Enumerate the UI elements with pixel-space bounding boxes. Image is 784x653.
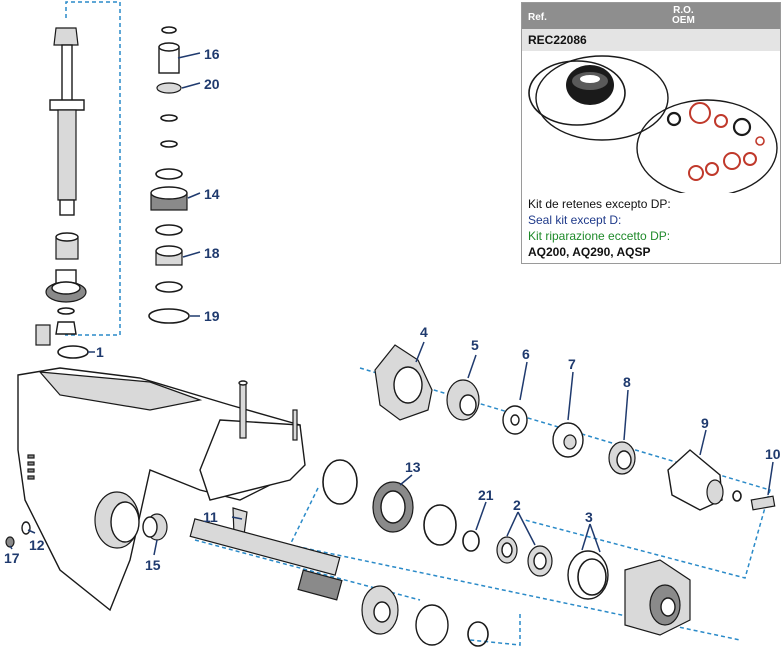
gear-housing bbox=[17, 367, 306, 612]
part-4-bearing-housing bbox=[374, 344, 433, 421]
label-2: 2 bbox=[513, 497, 521, 513]
label-11: 11 bbox=[203, 509, 218, 525]
label-17: 17 bbox=[4, 550, 20, 566]
label-10: 10 bbox=[765, 446, 781, 462]
seal-kit-description: Kit de retenes excepto DP: Seal kit exce… bbox=[528, 196, 671, 260]
reference-header: Ref. R.O. OEM bbox=[522, 3, 780, 29]
part-8-splined-washer bbox=[608, 441, 636, 475]
stud-bolt bbox=[238, 380, 298, 441]
description-spanish: Kit de retenes excepto DP: bbox=[528, 197, 671, 211]
part-2-bearings bbox=[496, 536, 553, 577]
compatible-models: AQ200, AQ290, AQSP bbox=[528, 245, 651, 259]
part-labels: 16 20 14 18 19 1 4 5 6 7 8 9 10 13 21 2 … bbox=[4, 46, 781, 573]
label-3: 3 bbox=[585, 509, 593, 525]
label-7: 7 bbox=[568, 356, 576, 372]
thrust-ring-and-nut bbox=[361, 585, 489, 647]
seal-kit-image bbox=[528, 55, 778, 193]
label-20: 20 bbox=[204, 76, 220, 92]
part-9-cone bbox=[667, 449, 742, 511]
part-5-cap bbox=[446, 379, 480, 421]
label-14: 14 bbox=[204, 186, 220, 202]
part-1-oring bbox=[57, 345, 89, 359]
part-21-circlip bbox=[462, 530, 480, 552]
part-6-washer bbox=[502, 405, 528, 435]
label-4: 4 bbox=[420, 324, 428, 340]
part-7-gear bbox=[552, 422, 584, 458]
propeller-shaft bbox=[189, 518, 343, 601]
bearing-carrier bbox=[624, 559, 691, 636]
oem-label-line1: R.O. bbox=[673, 5, 694, 16]
part-12-17-washers bbox=[5, 521, 31, 548]
pinion-bearing-stack bbox=[148, 26, 190, 324]
description-english: Seal kit except D: bbox=[528, 213, 622, 227]
oem-label-line2: OEM bbox=[672, 15, 695, 26]
part-15-bearing bbox=[142, 513, 168, 541]
label-9: 9 bbox=[701, 415, 709, 431]
leader-lines bbox=[9, 52, 774, 556]
seal-kit-reference-box: Ref. R.O. OEM REC22086 Kit de retenes ex… bbox=[521, 2, 781, 264]
label-13: 13 bbox=[405, 459, 421, 475]
part-3-sleeve bbox=[567, 550, 609, 600]
label-6: 6 bbox=[522, 346, 530, 362]
oem-column-label: R.O. OEM bbox=[672, 6, 695, 26]
label-16: 16 bbox=[204, 46, 220, 62]
label-19: 19 bbox=[204, 308, 220, 324]
description-italian: Kit riparazione eccetto DP: bbox=[528, 229, 671, 243]
ref-column-label: Ref. bbox=[528, 12, 547, 23]
reference-code: REC22086 bbox=[522, 29, 780, 51]
label-8: 8 bbox=[623, 374, 631, 390]
vertical-drive-shaft bbox=[35, 27, 87, 346]
label-21: 21 bbox=[478, 487, 494, 503]
label-12: 12 bbox=[29, 537, 45, 553]
label-15: 15 bbox=[145, 557, 161, 573]
part-13-bearing bbox=[322, 459, 457, 546]
label-5: 5 bbox=[471, 337, 479, 353]
part-10-bolt bbox=[750, 495, 776, 511]
label-18: 18 bbox=[204, 245, 220, 261]
housing-vents bbox=[27, 454, 35, 480]
label-1: 1 bbox=[96, 344, 104, 360]
